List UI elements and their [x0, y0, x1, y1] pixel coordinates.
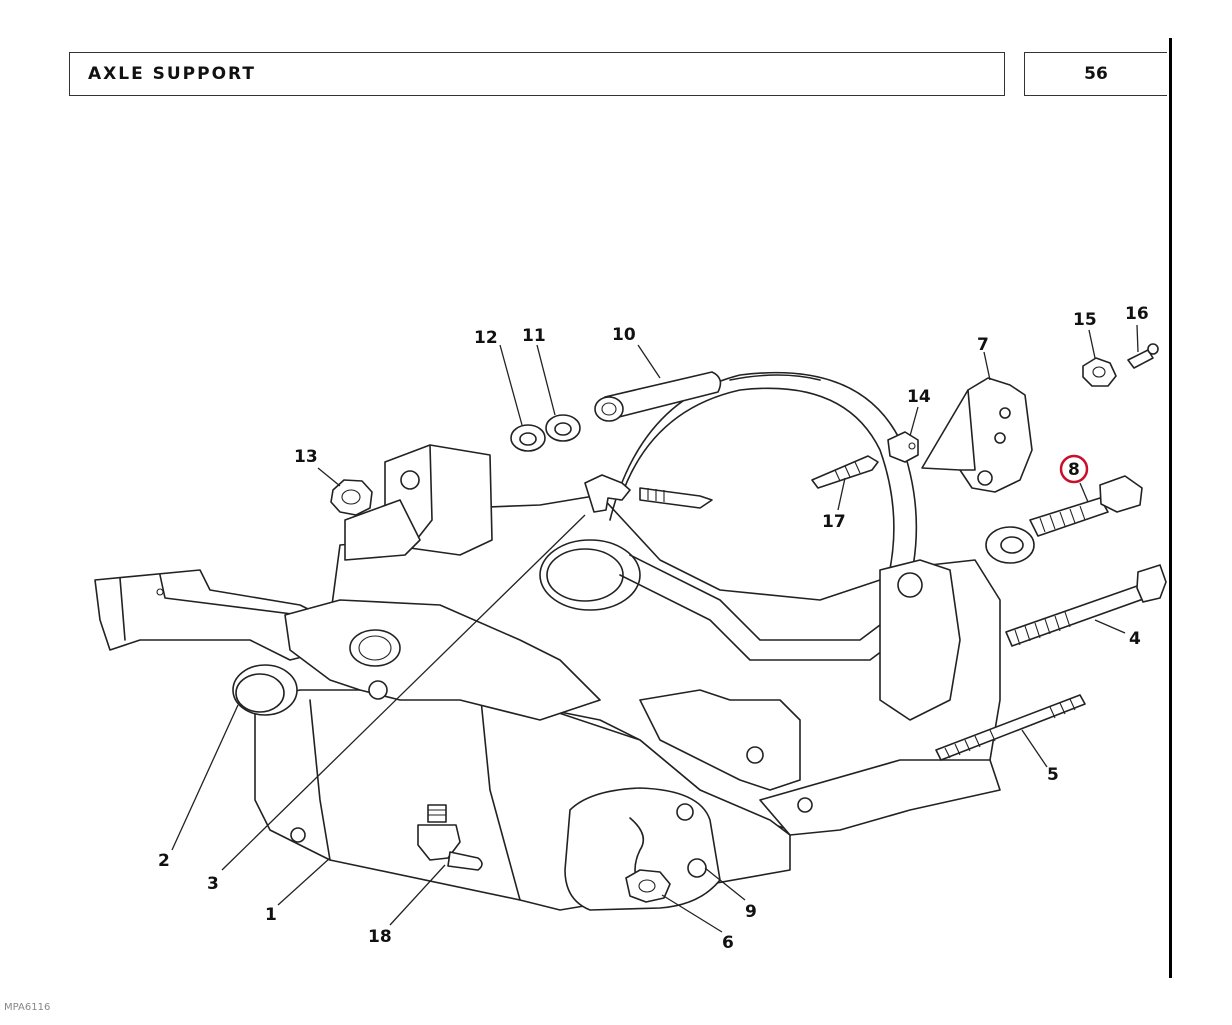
part-15-nut — [1082, 357, 1117, 387]
callout-1: 1 — [265, 905, 277, 925]
right-border-rule — [1169, 38, 1172, 978]
callout-11: 11 — [522, 326, 546, 346]
axle-support-casting — [94, 371, 1001, 911]
callout-14: 14 — [907, 387, 931, 407]
callout-16: 16 — [1125, 304, 1149, 324]
callout-17: 17 — [822, 512, 846, 532]
callout-7: 7 — [977, 335, 989, 355]
callout-15: 15 — [1073, 310, 1097, 330]
drawing-code: MPA6116 — [4, 1002, 51, 1013]
part-10-pin — [594, 371, 722, 422]
part-7-bracket — [921, 377, 1033, 493]
part-8-washer — [985, 526, 1035, 564]
leader-lines — [171, 324, 1139, 933]
callout-10: 10 — [612, 325, 636, 345]
part-17-fitting — [811, 455, 879, 489]
callout-5: 5 — [1047, 765, 1059, 785]
callout-labels: 1 2 3 4 5 6 7 8 9 10 11 12 13 14 15 16 1… — [158, 304, 1149, 953]
part-5-stud — [935, 694, 1086, 761]
title-box: AXLE SUPPORT — [69, 52, 1005, 96]
callout-6: 6 — [722, 933, 734, 953]
callout-8: 8 — [1068, 460, 1080, 480]
callout-18: 18 — [368, 927, 392, 947]
page-number: 56 — [1084, 64, 1108, 84]
elbow-fitting — [584, 474, 713, 513]
callout-13: 13 — [294, 447, 318, 467]
callout-12: 12 — [474, 328, 498, 348]
callout-3: 3 — [207, 874, 219, 894]
callout-4: 4 — [1129, 629, 1141, 649]
part-16-grease-nipple — [1127, 343, 1159, 369]
callout-9: 9 — [745, 902, 757, 922]
page-number-box: 56 — [1024, 52, 1167, 96]
part-12-washer — [510, 424, 546, 452]
callout-2: 2 — [158, 851, 170, 871]
part-13-nut — [330, 479, 373, 516]
part-14-fitting — [887, 431, 919, 463]
part-6-nut — [625, 869, 671, 903]
part-11-washer — [545, 414, 581, 442]
part-8-bolt — [1029, 475, 1143, 537]
callout-8-highlight-ring — [1059, 454, 1089, 484]
part-4-bolt — [1005, 564, 1167, 647]
part-18-fitting — [417, 804, 483, 871]
page-title: AXLE SUPPORT — [88, 64, 256, 84]
